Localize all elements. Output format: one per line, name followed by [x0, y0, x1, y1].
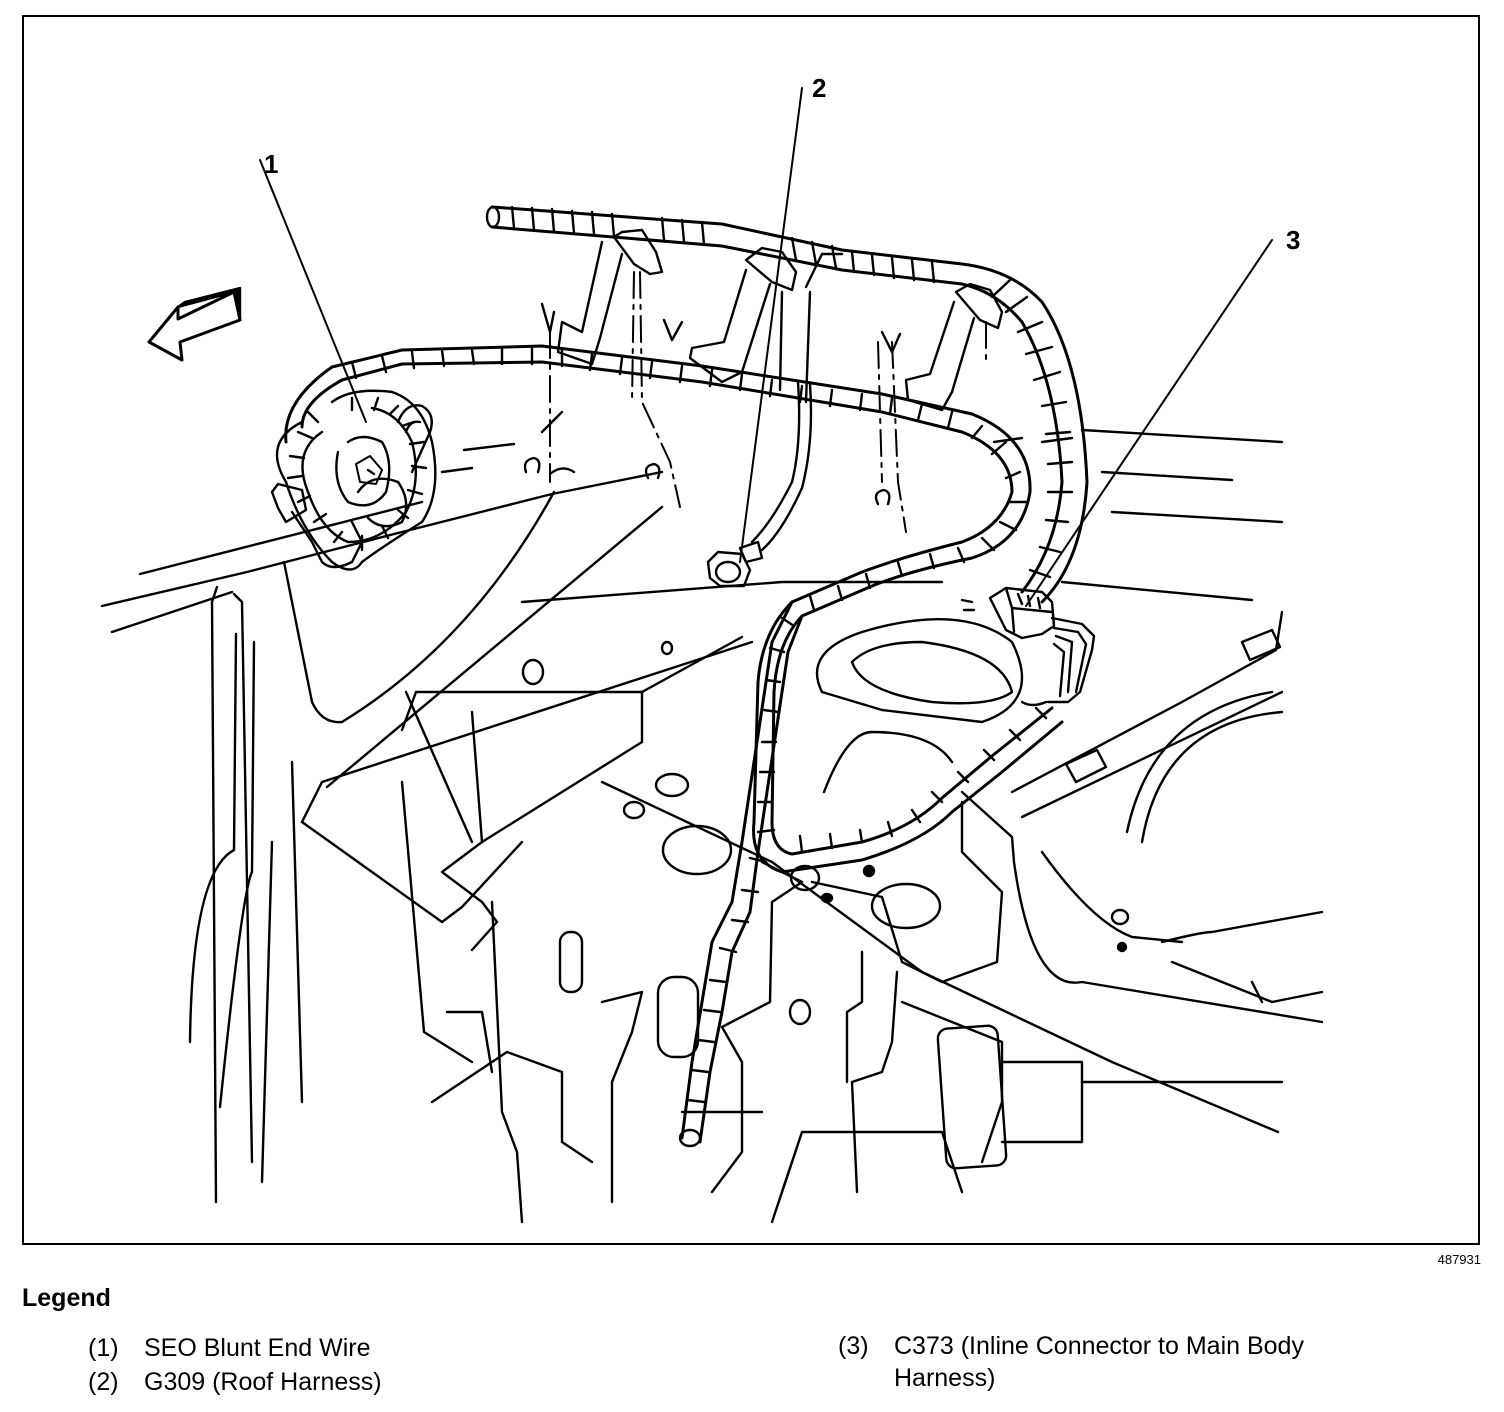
callout-leaders: [259, 87, 1273, 607]
callout-number-2: 2: [812, 73, 827, 103]
legend-item-2: (2) G309 (Roof Harness): [88, 1366, 688, 1398]
legend-item-1: (1) SEO Blunt End Wire: [88, 1332, 688, 1364]
main-harness: [284, 344, 1064, 1148]
blunt-end-wire-coil: [270, 389, 437, 571]
figure-id-label: 487931: [1437, 1252, 1481, 1267]
vehicle-body-structure: [100, 410, 1324, 1224]
diagram-frame: 1 2 3: [22, 15, 1480, 1245]
legend-title: Legend: [22, 1284, 111, 1312]
body-holes: [521, 618, 1282, 1170]
legend-item-number: (3): [838, 1332, 869, 1360]
legend-item-number: (2): [88, 1368, 119, 1396]
legend-item-text: C373 (Inline Connector to Main Body Harn…: [894, 1332, 1304, 1392]
legend-item-text: SEO Blunt End Wire: [144, 1334, 371, 1362]
harness-illustration: [100, 87, 1324, 1224]
alignment-arrows: [523, 302, 902, 506]
inline-connector-c373: [960, 586, 1096, 707]
legend-item-text: G309 (Roof Harness): [144, 1368, 382, 1396]
legend-item-3: (3) C373 (Inline Connector to Main Body …: [838, 1330, 1478, 1396]
direction-arrow-icon: [147, 286, 242, 362]
roof-harness-upper: [485, 205, 1089, 604]
legend-item-number: (1): [88, 1334, 119, 1362]
callout-number-3: 3: [1286, 225, 1301, 255]
ground-bolt-g309: [706, 380, 813, 588]
callout-number-1: 1: [264, 149, 279, 179]
